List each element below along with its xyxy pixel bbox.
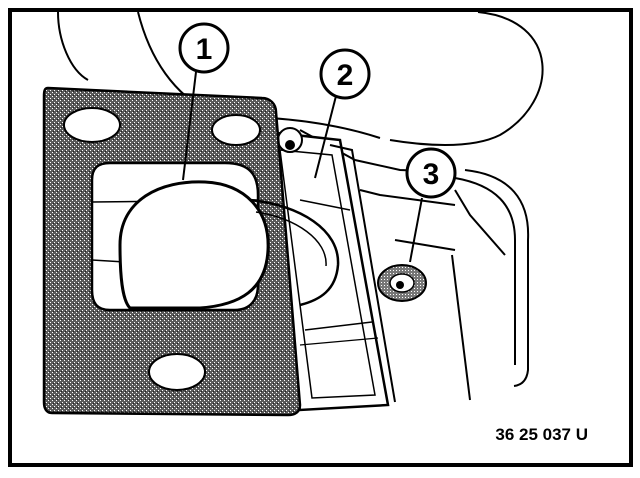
reference-code: 36 25 037 U: [495, 425, 588, 444]
leader-line-1: [182, 71, 197, 181]
leader-lines: [182, 71, 423, 263]
leader-line-2: [314, 95, 337, 179]
callout-3: 3: [405, 147, 457, 199]
screw: [377, 264, 427, 302]
leader-line-3: [409, 197, 423, 263]
callout-2-label: 2: [337, 59, 354, 92]
callout-1-label: 1: [196, 33, 213, 66]
callout-3-label: 3: [423, 158, 440, 191]
seal-disc: [118, 180, 340, 310]
callout-1: 1: [178, 22, 230, 74]
callout-2: 2: [319, 48, 371, 100]
mounting-plate: [266, 127, 396, 412]
figure-frame: [8, 8, 633, 467]
